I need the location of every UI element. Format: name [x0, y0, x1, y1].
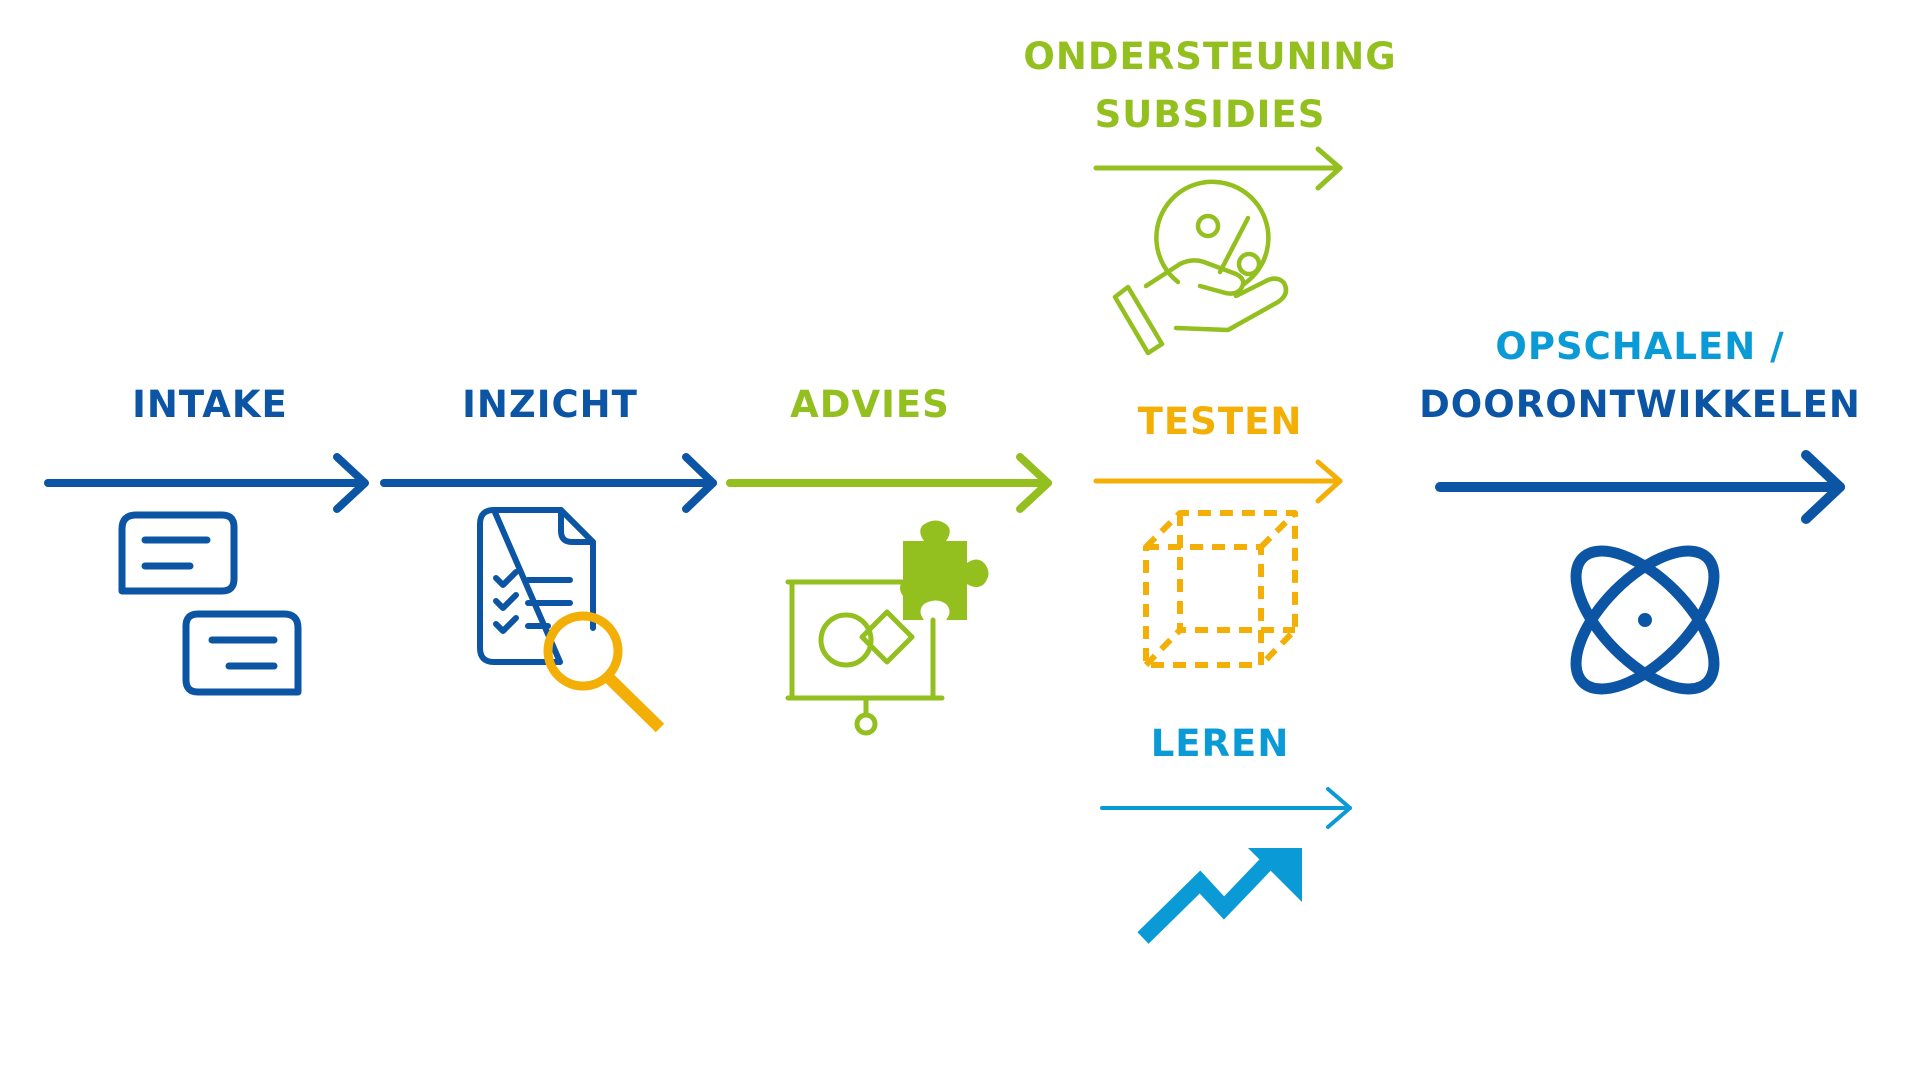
hand-percent-coin-icon — [1112, 179, 1289, 356]
leren-arrow — [1100, 787, 1352, 829]
opschalen-label: OPSCHALEN / DOORONTWIKKELEN — [1400, 318, 1880, 434]
chat-bubbles-icon — [118, 511, 302, 696]
advies-label-text: ADVIES — [790, 383, 950, 426]
advies-label: ADVIES — [770, 376, 970, 434]
inzicht-label-text: INZICHT — [462, 383, 638, 426]
leren-label: LEREN — [1120, 715, 1320, 773]
intake-label: INTAKE — [110, 376, 310, 434]
opschalen-label-line2: DOORONTWIKKELEN — [1419, 383, 1861, 426]
intake-arrow — [44, 453, 369, 513]
ondersteuning-label-line1: ONDERSTEUNING — [1023, 35, 1397, 78]
testen-arrow — [1093, 459, 1343, 504]
inzicht-arrow — [380, 453, 717, 513]
ondersteuning-label: ONDERSTEUNING SUBSIDIES — [1010, 28, 1410, 144]
opschalen-label-line1: OPSCHALEN / — [1495, 325, 1785, 368]
checklist-magnifier-icon — [477, 507, 665, 733]
dashed-cube-icon — [1143, 510, 1298, 668]
intake-label-text: INTAKE — [132, 383, 288, 426]
testen-label-text: TESTEN — [1137, 400, 1303, 443]
atom-nucleus-icon — [1638, 613, 1652, 627]
advies-arrow — [726, 453, 1052, 513]
inzicht-label: INZICHT — [440, 376, 660, 434]
ondersteuning-label-line2: SUBSIDIES — [1094, 93, 1326, 136]
testen-label: TESTEN — [1120, 393, 1320, 451]
presentation-puzzle-icon — [785, 520, 989, 736]
leren-label-text: LEREN — [1150, 722, 1290, 765]
puzzle-piece-icon — [900, 520, 989, 620]
opschalen-arrow — [1435, 450, 1845, 524]
atom-icon — [1570, 545, 1720, 695]
trend-up-arrow-icon — [1137, 848, 1302, 944]
ondersteuning-arrow — [1093, 146, 1343, 191]
